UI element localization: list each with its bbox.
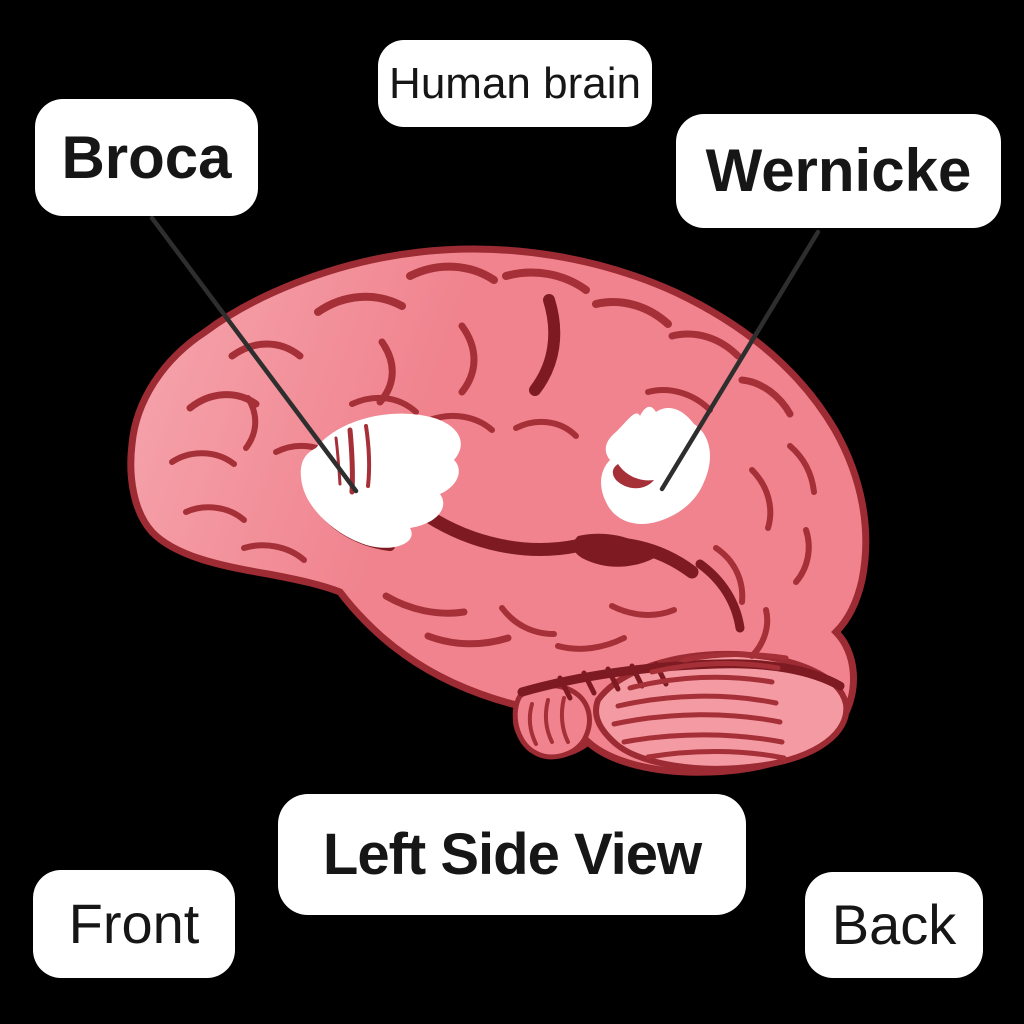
- deep-sulcus-blob: [573, 533, 658, 567]
- broca-area-highlight: [300, 413, 461, 548]
- back-text: Back: [831, 893, 957, 956]
- front-label: Front: [33, 870, 235, 978]
- sulcus-line: [349, 394, 419, 415]
- sulcus-line: [427, 412, 495, 433]
- sulcus-line: [169, 450, 237, 467]
- sulcus-line: [738, 376, 794, 418]
- fissure-hatch: [581, 670, 597, 696]
- sulcus-line: [513, 418, 579, 439]
- sulcus-line: [668, 330, 742, 360]
- broca-area-detail: [364, 424, 372, 488]
- broca-text: Broca: [61, 123, 232, 191]
- wernicke-label: Wernicke: [676, 114, 1001, 228]
- wernicke-area-highlight: [601, 406, 710, 524]
- cerebellum-stripe: [649, 660, 781, 675]
- view-caption-text: Left Side View: [322, 821, 702, 887]
- sulcus-line: [243, 395, 259, 451]
- sulcus-line: [787, 443, 817, 495]
- sulcus-line: [749, 467, 774, 531]
- sulcus-line: [314, 292, 406, 316]
- view-caption-label: Left Side View: [278, 794, 746, 915]
- broca-label: Broca: [35, 99, 258, 216]
- brainstem-stripe: [543, 698, 554, 744]
- sulcus-line: [713, 545, 746, 605]
- cerebellum-stripe: [621, 732, 785, 745]
- broca-area-shape: [300, 413, 461, 548]
- cerebellum-stripe: [615, 693, 779, 709]
- cerebellum-stripes-group: [527, 651, 789, 761]
- sulcus-line: [406, 262, 498, 284]
- cerebellum-stripe: [681, 651, 789, 663]
- title-text: Human brain: [389, 58, 641, 108]
- back-label: Back: [805, 872, 983, 978]
- deep-sulcus: [529, 294, 561, 396]
- title-label: Human brain: [378, 40, 652, 127]
- cerebellum-stripe: [645, 749, 787, 761]
- sulcus-line: [499, 605, 557, 637]
- cerebrum-shape: [127, 245, 870, 776]
- wernicke-area-detail: [612, 464, 654, 489]
- wernicke-text: Wernicke: [705, 137, 972, 204]
- sulcus-line: [609, 603, 677, 618]
- wernicke-pointer-line: [659, 229, 821, 492]
- fissure-hatch: [605, 666, 621, 692]
- sulcus-line: [228, 340, 304, 360]
- wernicke-area-shape: [601, 406, 710, 524]
- sulcus-line: [793, 527, 812, 585]
- sulcus-line: [645, 387, 713, 413]
- brainstem-shape: [512, 683, 592, 760]
- fissure-hatch: [557, 675, 573, 701]
- brainstem-stripe: [559, 696, 570, 744]
- sulcus-line: [183, 504, 247, 523]
- sulcus-line: [592, 298, 672, 328]
- fissure-hatch: [629, 663, 645, 689]
- sulcus-line: [502, 268, 590, 294]
- sulcus-line: [382, 592, 468, 617]
- cerebellum-stripe: [627, 674, 775, 691]
- sulcus-line: [241, 542, 307, 563]
- sulcus-line: [555, 635, 627, 652]
- broca-area-detail: [334, 436, 342, 486]
- sulcus-line: [424, 632, 512, 648]
- deep-sulcus: [695, 559, 745, 633]
- brainstem-stripe: [527, 702, 538, 746]
- broca-pointer-line: [149, 215, 359, 494]
- cerebellum-stripe: [611, 712, 783, 727]
- sulcus-line: [458, 322, 478, 396]
- front-text: Front: [68, 892, 200, 955]
